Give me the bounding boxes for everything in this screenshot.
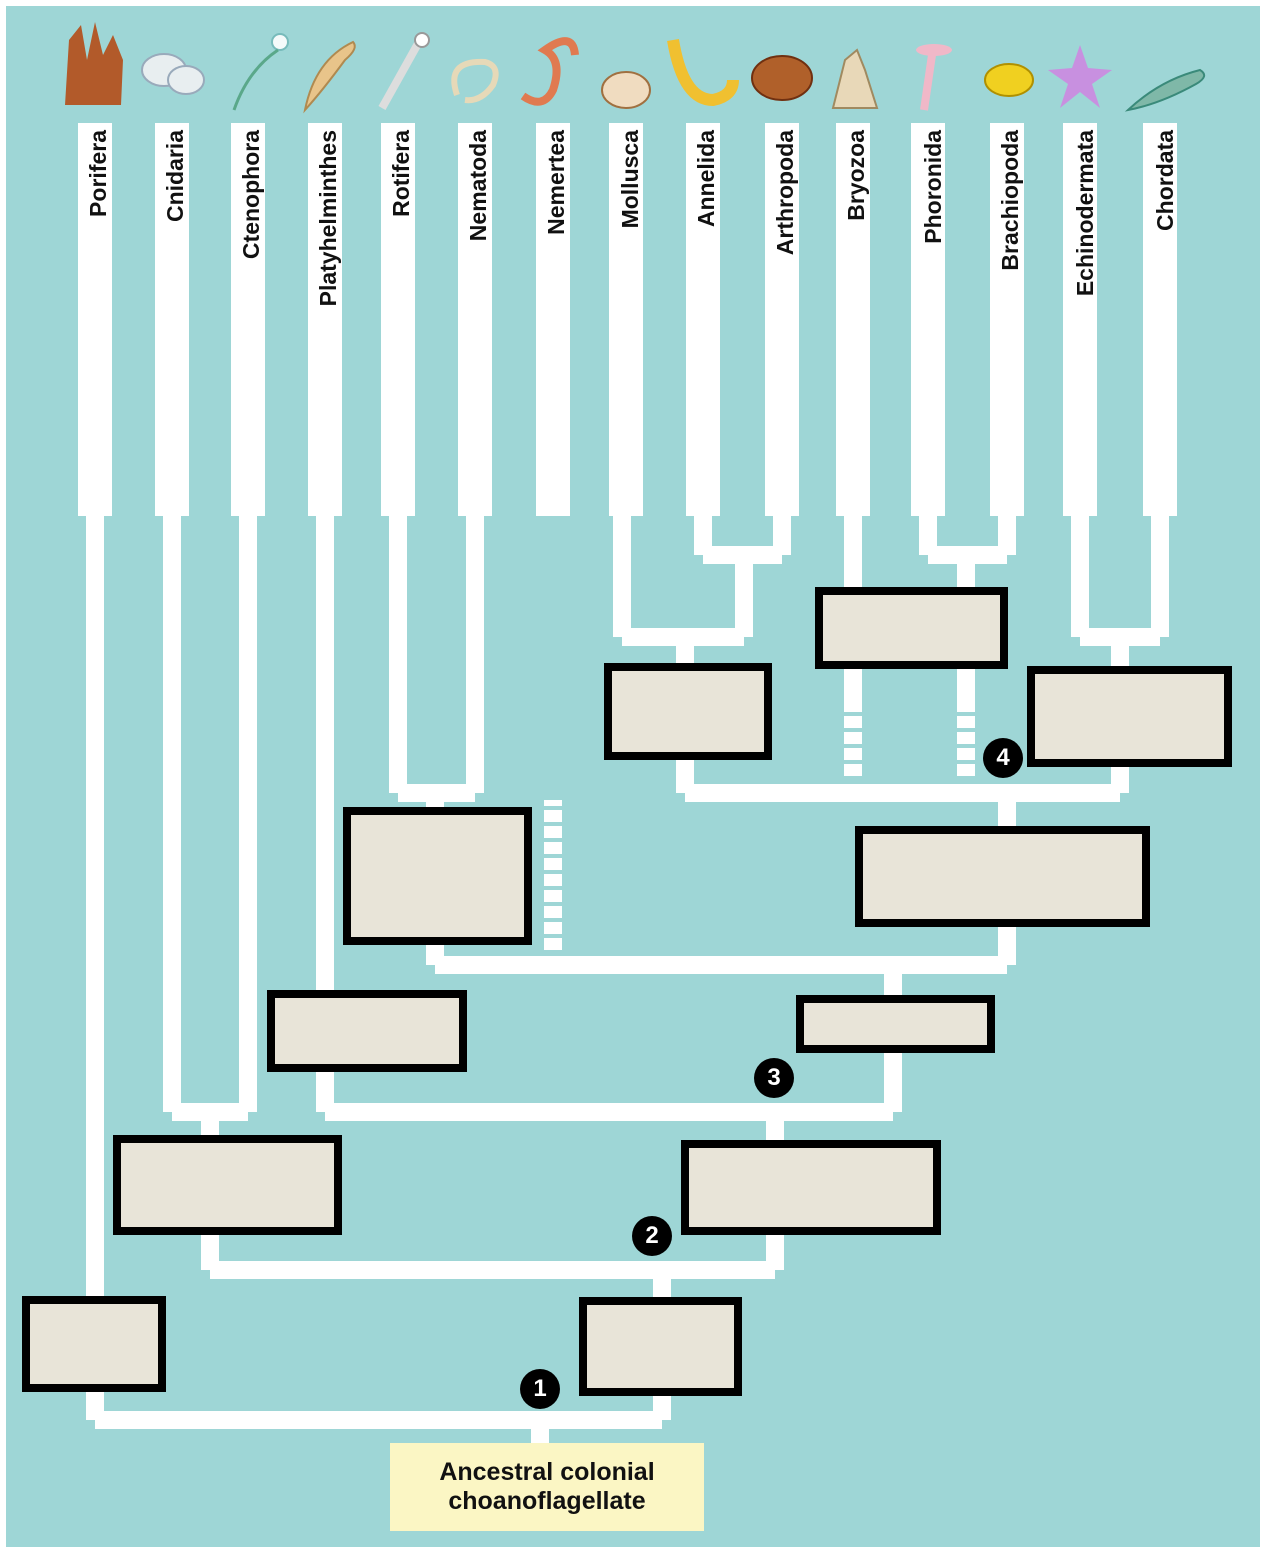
ribbon-worm-icon (520, 37, 579, 106)
label-column-bryozoa (836, 123, 870, 516)
label-column-rotifera (381, 123, 415, 516)
phylum-label-rotifera: Rotifera (388, 130, 414, 217)
root-label-line1: Ancestral colonial (439, 1458, 655, 1486)
blank-box-pseudocoelomates[interactable] (343, 807, 532, 945)
label-column-annelida (686, 123, 720, 516)
label-column-nematoda (458, 123, 492, 516)
roundworm-icon (451, 58, 499, 104)
blank-box-parazoa[interactable] (22, 1296, 166, 1392)
label-column-brachiopoda (990, 123, 1024, 516)
phylum-label-bryozoa: Bryozoa (843, 130, 869, 221)
jellyfish-icon (141, 53, 205, 95)
blank-box-acoelomates[interactable] (267, 990, 467, 1072)
phylum-label-ctenophora: Ctenophora (238, 130, 264, 260)
phylum-label-nematoda: Nematoda (465, 130, 491, 242)
phylum-label-arthropoda: Arthropoda (772, 130, 798, 256)
label-column-cnidaria (155, 123, 189, 516)
root-label-line2: choanoflagellate (448, 1487, 646, 1515)
crab-icon (751, 55, 813, 101)
phylum-label-phoronida: Phoronida (920, 130, 946, 244)
node-3-marker: 3 (754, 1058, 794, 1098)
phylum-label-mollusca: Mollusca (617, 130, 643, 229)
label-column-nemertea (536, 123, 570, 516)
phylum-label-platyhelminthes: Platyhelminthes (315, 130, 341, 307)
node-4-marker: 4 (983, 738, 1023, 778)
segmented-worm-icon (667, 38, 739, 107)
sponge-icon (65, 22, 123, 105)
blank-box-coelomates[interactable] (855, 826, 1150, 927)
node-2-marker: 2 (632, 1216, 672, 1256)
lamp-shell-icon (984, 63, 1034, 97)
shell-icon (601, 71, 651, 109)
label-column-porifera (78, 123, 112, 516)
phylum-label-annelida: Annelida (693, 130, 719, 228)
blank-box-body-cavity[interactable] (796, 995, 995, 1053)
root-ancestor-label: Ancestral colonial choanoflagellate (390, 1443, 704, 1531)
phylum-label-porifera: Porifera (85, 130, 111, 217)
phylum-label-chordata: Chordata (1152, 130, 1178, 231)
label-column-echinodermata (1063, 123, 1097, 516)
label-column-ctenophora (231, 123, 265, 516)
label-column-arthropoda (765, 123, 799, 516)
comb-jelly-icon (232, 33, 289, 111)
node-1-marker: 1 (520, 1369, 560, 1409)
phylum-label-echinodermata: Echinodermata (1072, 130, 1098, 297)
blank-box-radiata[interactable] (113, 1135, 342, 1235)
label-column-mollusca (609, 123, 643, 516)
phylum-label-cnidaria: Cnidaria (162, 130, 188, 223)
blank-box-deuterostomia[interactable] (1027, 666, 1232, 767)
blank-box-lophophorates[interactable] (815, 587, 1008, 669)
label-column-chordata (1143, 123, 1177, 516)
phylum-label-nemertea: Nemertea (543, 130, 569, 235)
phylum-label-brachiopoda: Brachiopoda (997, 130, 1023, 271)
flatworm-icon (303, 40, 356, 114)
starfish-icon (1048, 45, 1112, 108)
blank-box-bilateria[interactable] (681, 1140, 941, 1235)
label-column-platyhelminthes (308, 123, 342, 516)
blank-box-lophotrochozoa[interactable] (604, 663, 772, 760)
blank-box-eumetazoa[interactable] (579, 1297, 742, 1396)
fish-icon (1124, 68, 1206, 112)
bryozoan-icon (831, 48, 879, 109)
rotifer-icon (378, 32, 430, 110)
label-column-phoronida (911, 123, 945, 516)
phoronid-icon (916, 44, 952, 111)
